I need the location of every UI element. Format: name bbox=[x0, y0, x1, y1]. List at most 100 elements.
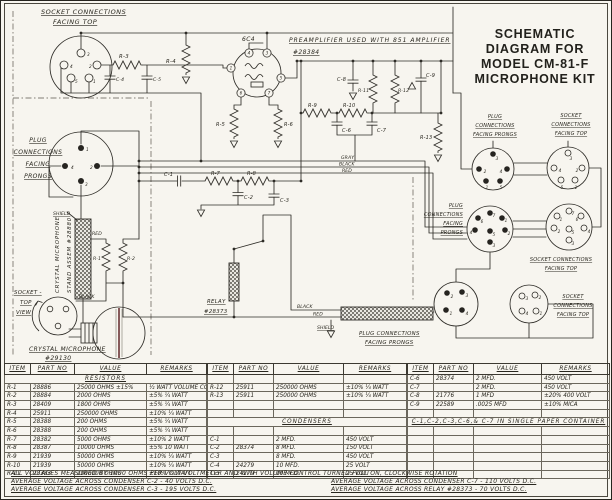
socket-view-title: SOCKET - bbox=[14, 290, 42, 296]
table-cell bbox=[541, 426, 610, 436]
table-cell bbox=[473, 452, 542, 462]
pin-number: 2 bbox=[89, 64, 92, 69]
table-cell bbox=[541, 443, 610, 454]
stand-assembly-label: CRYSTAL MICROPHONE bbox=[55, 216, 61, 293]
table-cell: C-1 bbox=[207, 434, 234, 445]
preamp-note-line1: PREAMPLIFIER USED WITH 851 AMPLIFIER bbox=[289, 37, 451, 44]
table-cell: 21939 bbox=[30, 460, 75, 471]
cable-plug-title: PLUG CONNECTIONS bbox=[359, 331, 420, 337]
component-ref-label: R-9 bbox=[308, 103, 317, 109]
table-cell: 2 MFD. bbox=[473, 374, 542, 384]
table-cell bbox=[473, 434, 542, 445]
pin-number: 1 bbox=[486, 185, 489, 190]
pin-number: 5 bbox=[572, 230, 575, 235]
table-cell bbox=[473, 443, 542, 454]
table-cell: 28382 bbox=[30, 434, 75, 445]
table-cell bbox=[233, 452, 274, 462]
pin-number: 4 bbox=[71, 165, 74, 170]
pair1-socket-title: FACING TOP bbox=[555, 131, 587, 137]
component-ref-label: C-8 bbox=[337, 77, 346, 83]
component-ref-label: C-2 bbox=[244, 195, 253, 201]
table-cell: ±20% 400 VOLT bbox=[541, 391, 610, 402]
table-row bbox=[407, 443, 610, 454]
table-cell bbox=[433, 452, 474, 462]
component-ref-label: C-5 bbox=[153, 77, 161, 83]
table-cell: C-9 bbox=[407, 400, 434, 410]
connector-pair-3: 2 3 1 4 3 2 4 1 SOCKET CONNECTIONS FACIN… bbox=[433, 281, 593, 327]
table-cell: R-8 bbox=[4, 443, 31, 454]
table-cell: 28388 bbox=[30, 417, 75, 428]
pin-number: 4 bbox=[466, 311, 469, 316]
table-cell bbox=[233, 426, 274, 436]
table-cell: 450 VOLT bbox=[343, 452, 407, 462]
pair1-plug-title: FACING PRONGS bbox=[473, 132, 518, 138]
tube-designation-label: 6C4 bbox=[242, 36, 255, 43]
pin-number: 4 bbox=[470, 230, 473, 235]
title-line: MODEL CM-81-F bbox=[480, 57, 590, 71]
pin-number: 2 bbox=[539, 295, 542, 300]
pair3-socket-title: SOCKET bbox=[562, 294, 584, 300]
shielded-cable bbox=[74, 218, 92, 300]
column-header: ITEM bbox=[4, 363, 31, 375]
pin-number: 1 bbox=[86, 147, 89, 152]
pin-number: 1 bbox=[230, 66, 233, 71]
table-cell: 200 OHMS bbox=[74, 417, 147, 428]
table-cell bbox=[433, 460, 474, 471]
wire-color-label: GRAY bbox=[341, 155, 355, 161]
table-cell bbox=[273, 400, 344, 410]
pair3-socket-title: FACING TOP bbox=[557, 312, 589, 318]
table-cell bbox=[407, 408, 434, 419]
table-cell bbox=[433, 408, 474, 419]
title-line: SCHEMATIC bbox=[494, 27, 576, 41]
table-cell: 24279 bbox=[233, 460, 274, 471]
component-ref-label: R-10 bbox=[343, 103, 355, 109]
table-cell bbox=[233, 408, 274, 419]
socket-top-subtitle: FACING TOP bbox=[53, 18, 97, 26]
table-cell bbox=[207, 400, 234, 410]
table-cell: ½ WATT VOLUME CONTROL bbox=[146, 382, 207, 393]
table-cell: 2 MFD. bbox=[273, 434, 344, 445]
pin-number: 4 bbox=[70, 64, 73, 69]
table-section-label: RESISTORS bbox=[4, 374, 207, 384]
table-cell: ±10% ¼ WATT bbox=[343, 391, 407, 402]
table-cell: ±10% 2 WATT bbox=[146, 434, 207, 445]
table-cell: 28388 bbox=[30, 426, 75, 436]
table-cell: ±10% ¼ WATT bbox=[146, 469, 207, 480]
pin-number: 2 bbox=[484, 169, 487, 174]
component-ref-label: R-6 bbox=[284, 122, 293, 128]
component-ref-label: C-1 bbox=[164, 172, 173, 178]
table-row bbox=[407, 426, 610, 436]
component-ref-label: C-6 bbox=[342, 128, 351, 134]
column-header: REMARKS bbox=[146, 363, 207, 375]
wire-color-label: BLACK bbox=[79, 294, 95, 300]
table-cell bbox=[343, 400, 407, 410]
component-ref-label: R-8 bbox=[247, 171, 256, 177]
table-cell: 28374 bbox=[233, 443, 274, 454]
stand-assembly-number: STAND ASSEM #28880 bbox=[67, 217, 73, 293]
table-cell: 250000 OHMS bbox=[74, 408, 147, 419]
socket-connections-top: SOCKET CONNECTIONS FACING TOP 3 4 2 5 1 bbox=[41, 8, 126, 99]
pin-number: 2 bbox=[576, 168, 579, 173]
table-header-row: ITEM PART NO VALUE REMARKS bbox=[407, 363, 610, 375]
table-header-row: ITEM PART NO VALUE REMARKS bbox=[207, 363, 407, 375]
pin-number: 4 bbox=[588, 229, 591, 234]
table-cell: C-3 bbox=[207, 452, 234, 462]
component-ref-label: R-3 bbox=[119, 54, 129, 60]
tube-6c4: 4 3 1 5 6 7 6C4 bbox=[226, 36, 286, 98]
table-cell: ±5% ¼ WATT bbox=[146, 426, 207, 436]
table-row bbox=[407, 469, 610, 480]
table-cell: 450 VOLT bbox=[343, 434, 407, 445]
pin-number: 6 bbox=[481, 219, 484, 224]
pin-number: 4 bbox=[248, 51, 251, 56]
pin-number: 3 bbox=[570, 156, 573, 161]
table-cell: C-6 bbox=[407, 374, 434, 384]
table-cell: 50000 OHMS bbox=[74, 452, 147, 462]
table-cell bbox=[473, 426, 542, 436]
table-cell: R-10 bbox=[4, 460, 31, 471]
column-header: ITEM bbox=[207, 363, 234, 375]
